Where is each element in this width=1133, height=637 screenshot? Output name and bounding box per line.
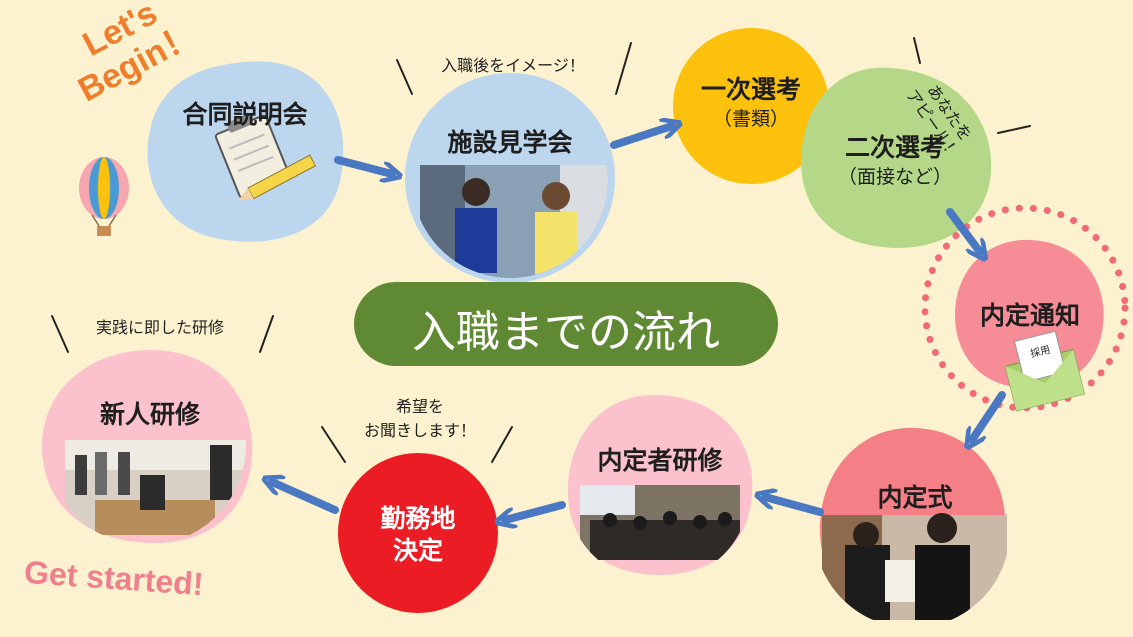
ceremony-photo — [822, 513, 1007, 620]
trainee-seminar-photo — [580, 485, 740, 560]
step-label-second-screening: 二次選考 — [844, 133, 945, 162]
step-label-offer-notice: 内定通知 — [979, 301, 1080, 330]
arrow-left-icon — [765, 497, 824, 516]
step-circle-3 — [673, 28, 829, 184]
step-circle-4 — [801, 67, 992, 248]
arrow-down-icon — [946, 208, 980, 252]
step-label-first-screening: 一次選考 — [700, 75, 801, 104]
step-sub-second-screening: （面接など） — [837, 166, 952, 188]
step-sub-first-screening: （書類） — [712, 108, 789, 130]
step-label-facility-tour: 施設見学会 — [447, 128, 573, 157]
page-title: 入職までの流れ — [412, 307, 720, 358]
pencil-icon — [238, 154, 317, 200]
step-label-trainee-training: 内定者研修 — [597, 446, 723, 475]
arrow-left-icon — [505, 501, 566, 520]
step-label-workplace-decision-line1: 勤務地 — [380, 504, 456, 533]
arrow-down-icon — [972, 391, 1006, 440]
arrow-right-icon — [334, 156, 392, 174]
note-workplace-decision: 希望を お聞きします！ — [340, 395, 500, 443]
note-facility-tour: 入職後をイメージ！ — [441, 56, 585, 75]
step-label-new-staff-training: 新人研修 — [99, 400, 200, 429]
note-workplace-decision-line1: 希望を — [395, 397, 444, 416]
note-workplace-decision-line2: お聞きします！ — [363, 421, 476, 440]
title-banner-bg — [354, 282, 778, 366]
arrow-left-icon — [272, 482, 339, 514]
note-emphasis-lines — [51, 37, 1031, 463]
step-label-workplace-decision: 勤務地 決定 — [358, 503, 478, 567]
envelope-icon — [1004, 330, 1085, 412]
step-label-workplace-decision-line2: 決定 — [392, 536, 443, 565]
note-new-staff-training: 実践に即した研修 — [95, 318, 224, 337]
balloon-icon — [79, 157, 129, 236]
step-label-joint-briefing: 合同説明会 — [182, 100, 308, 129]
step-label-offer-ceremony: 内定式 — [877, 483, 953, 512]
arrow-right-icon — [610, 126, 672, 149]
new-staff-training-photo — [65, 440, 246, 535]
step-circle-8 — [338, 453, 498, 613]
